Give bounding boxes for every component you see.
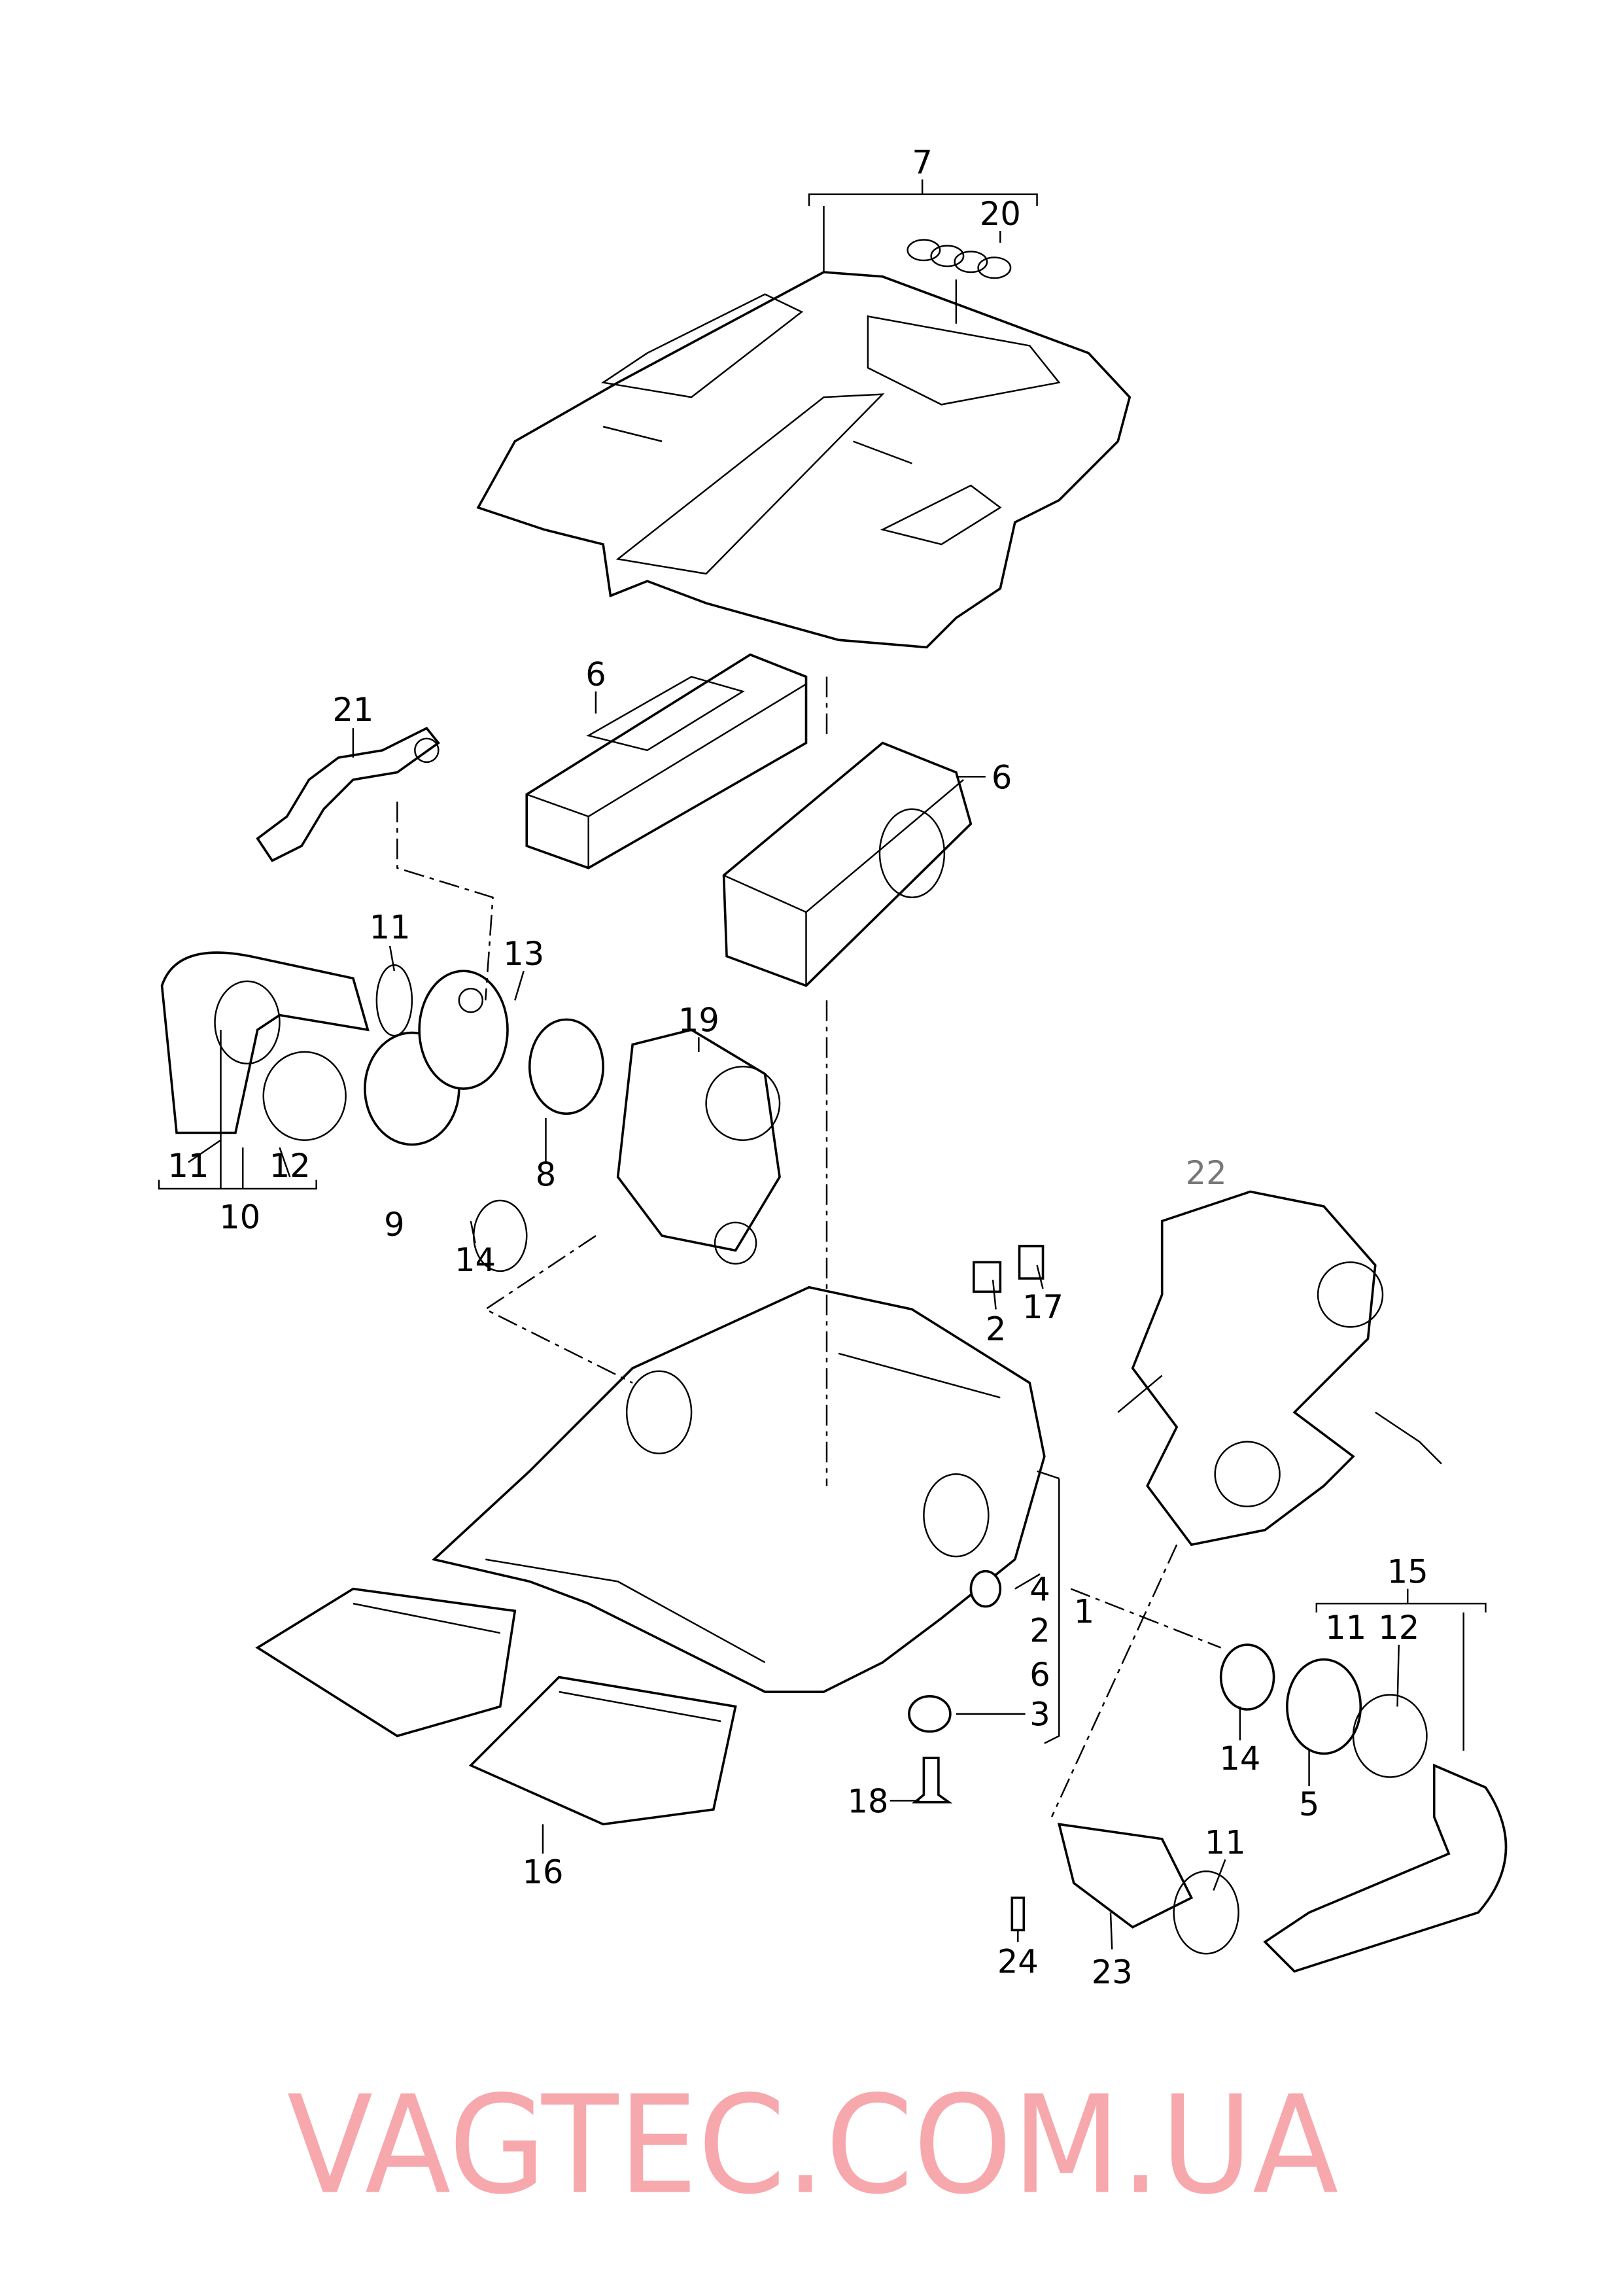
label-14: 14 xyxy=(455,1241,496,1279)
label-6: 6 xyxy=(585,656,606,693)
label-9: 9 xyxy=(384,1206,404,1244)
label-11: 11 xyxy=(370,909,411,947)
label-20: 20 xyxy=(980,195,1021,233)
label-2: 2 xyxy=(1029,1612,1050,1650)
label-11: 11 xyxy=(1205,1823,1246,1861)
label-19: 19 xyxy=(678,1001,719,1039)
label-15: 15 xyxy=(1387,1553,1428,1591)
turbocharger xyxy=(1117,1190,1442,1547)
label-24: 24 xyxy=(997,1943,1039,1981)
intake-hose-left xyxy=(160,951,604,1272)
label-17: 17 xyxy=(1022,1288,1063,1326)
label-22: 22 xyxy=(1186,1154,1227,1192)
label-4: 4 xyxy=(1029,1571,1050,1609)
part-labels: 7 20 21 6 6 11 13 19 11 12 10 8 9 14 22 … xyxy=(168,143,1428,1991)
label-16: 16 xyxy=(523,1853,564,1891)
label-6: 6 xyxy=(992,758,1012,796)
intake-housing xyxy=(431,1286,1046,1693)
label-1: 1 xyxy=(1074,1592,1094,1630)
label-12: 12 xyxy=(1378,1609,1419,1647)
label-5: 5 xyxy=(1299,1785,1319,1823)
label-7: 7 xyxy=(912,143,932,181)
label-12: 12 xyxy=(269,1147,311,1185)
label-21: 21 xyxy=(332,691,373,729)
label-3: 3 xyxy=(1029,1696,1050,1734)
label-13: 13 xyxy=(503,935,544,973)
small-parts xyxy=(908,1244,1045,1932)
label-14: 14 xyxy=(1219,1740,1260,1778)
watermark: VAGTEC.COM.UA xyxy=(287,2067,1339,2224)
label-18: 18 xyxy=(847,1782,888,1820)
label-6: 6 xyxy=(1029,1656,1050,1694)
air-filter-right xyxy=(722,741,973,987)
air-ducts xyxy=(255,1587,737,1826)
label-2: 2 xyxy=(986,1310,1006,1348)
label-10: 10 xyxy=(219,1199,260,1236)
label-11: 11 xyxy=(1325,1609,1366,1647)
label-23: 23 xyxy=(1092,1953,1133,1991)
breather-hose xyxy=(256,726,440,862)
engine-cover xyxy=(476,205,1132,649)
leader-lines xyxy=(158,179,1487,1950)
label-8: 8 xyxy=(536,1155,556,1193)
throttle-housing xyxy=(616,1028,781,1265)
air-filter-left xyxy=(525,653,808,869)
audi-rings-emblem xyxy=(907,239,1012,279)
label-11: 11 xyxy=(168,1147,209,1185)
intake-hose-right xyxy=(1057,1643,1508,1973)
